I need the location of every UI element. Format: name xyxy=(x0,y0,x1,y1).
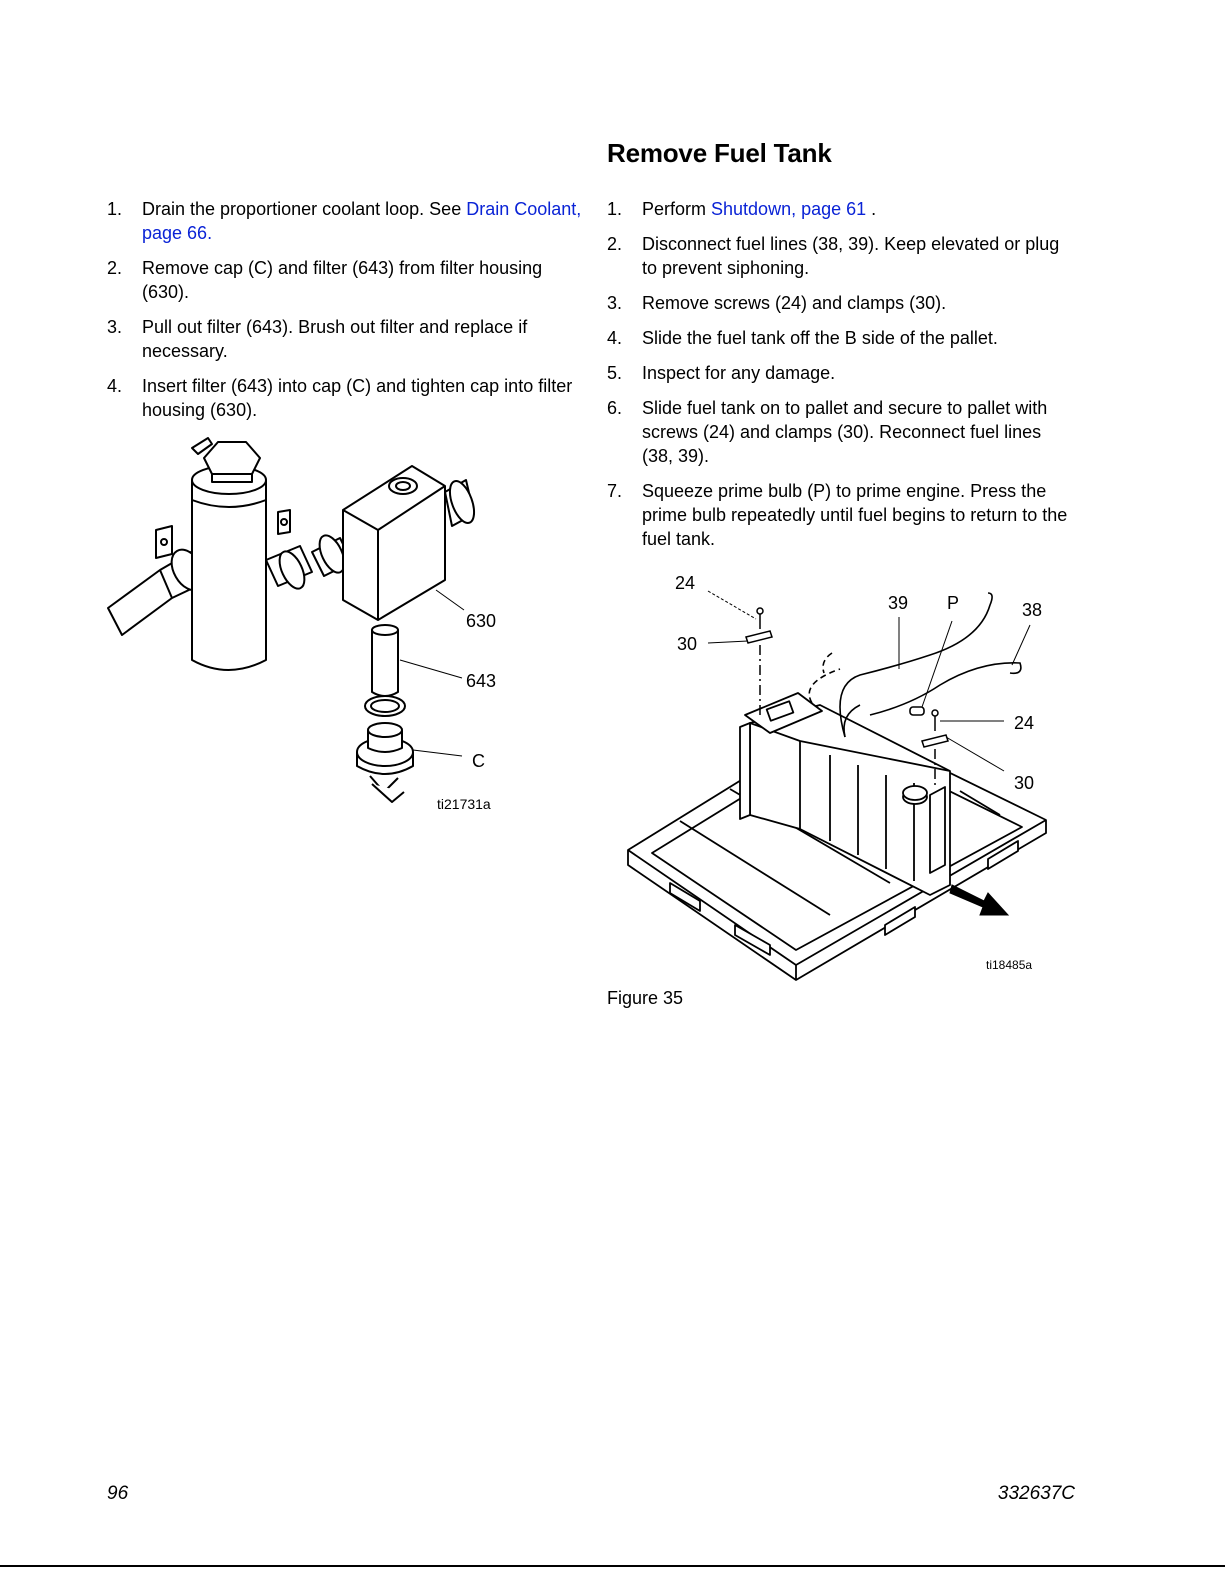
step-number: 1. xyxy=(607,199,623,219)
callout-24-right: 24 xyxy=(1014,713,1034,733)
list-item: 5. Inspect for any damage. xyxy=(607,361,1077,385)
list-item: 4. Slide the fuel tank off the B side of… xyxy=(607,326,1077,350)
drain-coolant-link[interactable]: Drain Coolant, page 66 xyxy=(142,199,582,243)
step-text-suffix: . xyxy=(207,223,213,243)
filter-housing-illustration: 630 643 C ti21731a xyxy=(107,437,496,812)
step-text: Inspect for any damage. xyxy=(642,363,836,383)
list-item: 7. Squeeze prime bulb (P) to prime engin… xyxy=(607,479,1077,551)
direction-arrow-icon xyxy=(949,884,1010,916)
list-item: 2. Disconnect fuel lines (38, 39). Keep … xyxy=(607,232,1077,280)
step-text: Drain the proportioner coolant loop. See xyxy=(142,199,467,219)
step-text: Perform xyxy=(642,199,712,219)
list-item: 3. Remove screws (24) and clamps (30). xyxy=(607,291,1077,315)
step-text-suffix: . xyxy=(866,199,877,219)
callout-24-top: 24 xyxy=(675,573,695,593)
step-number: 1. xyxy=(107,199,123,219)
list-item: 3. Pull out filter (643). Brush out filt… xyxy=(107,315,582,363)
list-item: 6. Slide fuel tank on to pallet and secu… xyxy=(607,396,1077,468)
callout-630: 630 xyxy=(466,611,496,631)
fuel-tank-illustration: 24 30 39 P 38 24 30 ti18485a xyxy=(627,573,1047,981)
filter-steps-list: 1. Drain the proportioner coolant loop. … xyxy=(107,197,582,433)
figure-caption: Figure 35 xyxy=(607,988,684,1008)
step-text: Squeeze prime bulb (P) to prime engine. … xyxy=(642,481,1068,549)
step-number: 4. xyxy=(607,328,623,348)
list-item: 1. Drain the proportioner coolant loop. … xyxy=(107,197,582,245)
list-item: 1. Perform Shutdown, page 61 . xyxy=(607,197,1077,221)
page-number: 96 xyxy=(107,1483,129,1504)
step-number: 4. xyxy=(107,376,123,396)
figure-image-id: ti21731a xyxy=(437,796,491,812)
step-number: 6. xyxy=(607,398,623,418)
callout-p: P xyxy=(947,593,959,613)
callout-30-right: 30 xyxy=(1014,773,1034,793)
step-text: Remove cap (C) and filter (643) from fil… xyxy=(142,258,543,302)
callout-38: 38 xyxy=(1022,600,1042,620)
list-item: 4. Insert filter (643) into cap (C) and … xyxy=(107,374,582,422)
callout-39: 39 xyxy=(888,593,908,613)
step-number: 3. xyxy=(107,317,123,337)
figure-image-id: ti18485a xyxy=(986,958,1032,972)
step-text: Insert filter (643) into cap (C) and tig… xyxy=(142,376,573,420)
step-text: Remove screws (24) and clamps (30). xyxy=(642,293,947,313)
shutdown-link[interactable]: Shutdown, page 61 xyxy=(711,199,867,219)
step-text: Slide the fuel tank off the B side of th… xyxy=(642,328,998,348)
step-text: Slide fuel tank on to pallet and secure … xyxy=(642,398,1048,466)
fuel-tank-steps-list: 1. Perform Shutdown, page 61 . 2. Discon… xyxy=(607,197,1077,562)
list-item: 2. Remove cap (C) and filter (643) from … xyxy=(107,256,582,304)
step-number: 2. xyxy=(107,258,123,278)
step-number: 5. xyxy=(607,363,623,383)
step-number: 3. xyxy=(607,293,623,313)
step-number: 2. xyxy=(607,234,623,254)
callout-643: 643 xyxy=(466,671,496,691)
callout-30-top: 30 xyxy=(677,634,697,654)
callout-c: C xyxy=(472,751,485,771)
step-text: Pull out filter (643). Brush out filter … xyxy=(142,317,528,361)
step-number: 7. xyxy=(607,481,623,501)
section-heading: Remove Fuel Tank xyxy=(607,138,832,168)
footer-divider xyxy=(0,1565,1225,1567)
document-number: 332637C xyxy=(997,1483,1075,1504)
step-text: Disconnect fuel lines (38, 39). Keep ele… xyxy=(642,234,1060,278)
